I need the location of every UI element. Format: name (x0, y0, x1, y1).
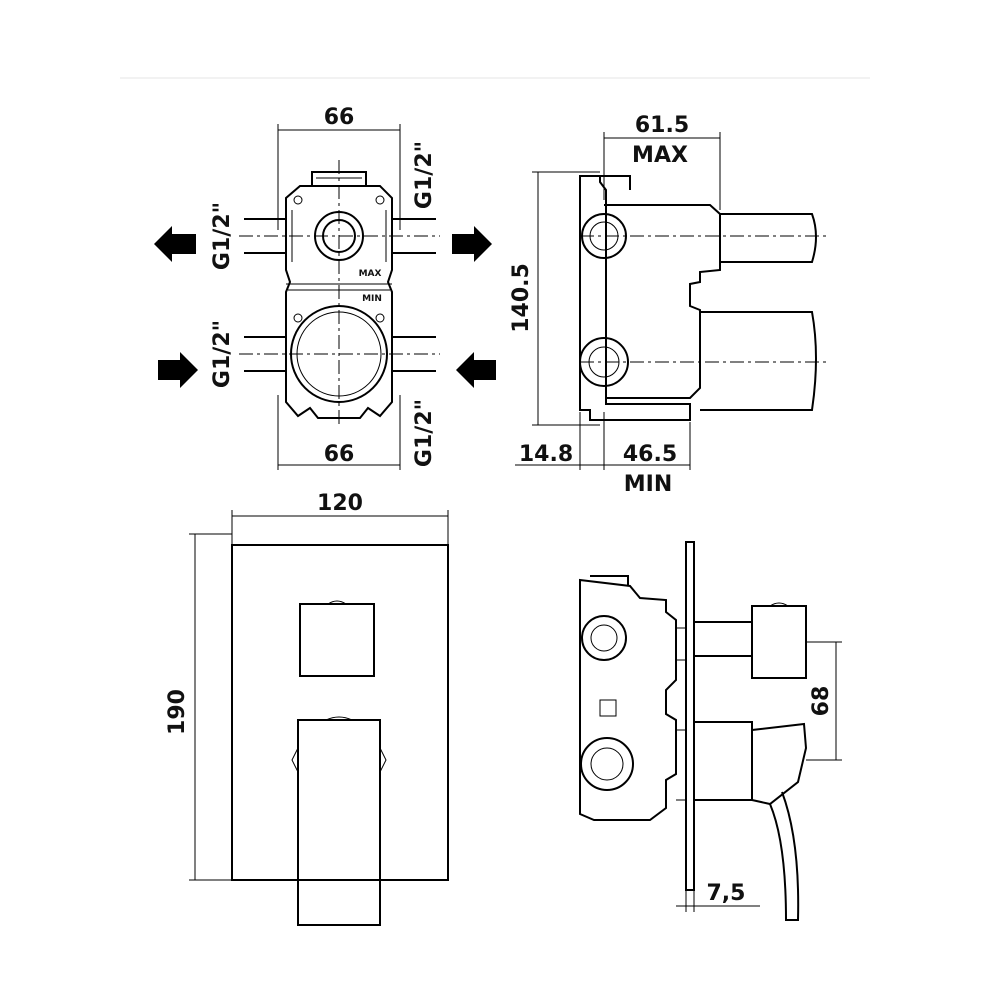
inlet-arrow-right (456, 352, 496, 388)
thread-label-left-bottom: G1/2" (210, 320, 235, 388)
valve-body-side-view: 61.5 MAX 140.5 14.8 46.5 MIN (509, 113, 830, 497)
dim-height: 140.5 (509, 263, 534, 333)
label-min: MIN (362, 294, 382, 304)
dim-handle-offset: 68 (809, 686, 834, 717)
dim-offset: 14.8 (519, 442, 573, 467)
outlet-arrow-left (154, 226, 196, 262)
dim-depth-max-label: MAX (632, 143, 688, 168)
thread-label-right-top: G1/2" (412, 141, 437, 209)
thread-label-right-bottom: G1/2" (412, 399, 437, 467)
dim-depth-max: 61.5 (635, 113, 689, 138)
dim-width-top: 66 (324, 105, 355, 130)
dim-depth-min-label: MIN (624, 472, 673, 497)
label-max: MAX (359, 269, 382, 279)
thread-label-left-top: G1/2" (210, 202, 235, 270)
inlet-arrow-left (158, 352, 198, 388)
installed-side-view: 68 7,5 (579, 541, 842, 921)
dim-depth-min: 46.5 (623, 442, 677, 467)
dim-width-bottom: 66 (324, 442, 355, 467)
outlet-arrow-right (452, 226, 492, 262)
dim-plate-thickness: 7,5 (707, 881, 746, 906)
dim-plate-height: 190 (165, 689, 190, 735)
valve-body-front-view: 66 66 MAX MIN G1/ (154, 105, 496, 470)
cover-plate-front-view: 120 190 (165, 491, 449, 926)
dim-plate-width: 120 (317, 491, 363, 516)
